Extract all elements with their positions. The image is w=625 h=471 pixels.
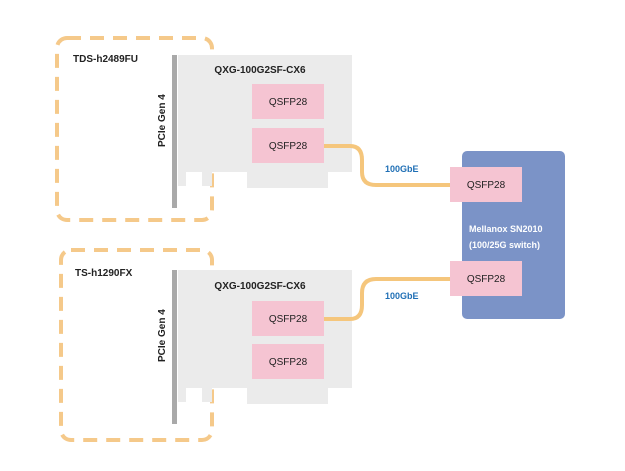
card-2-model: QXG-100G2SF-CX6 (214, 281, 306, 292)
cable-1 (324, 144, 450, 187)
switch-name: Mellanox SN2010 (469, 224, 543, 234)
nas-unit-1-name: TDS-h2489FU (73, 54, 138, 65)
card-2-port-2: QSFP28 (252, 344, 324, 379)
card-1-port-2-label: QSFP28 (269, 141, 308, 152)
card-1-model: QXG-100G2SF-CX6 (214, 65, 306, 76)
card-2-port-2-label: QSFP28 (269, 357, 308, 368)
switch-port-2: QSFP28 (450, 261, 522, 296)
card-1-port-2: QSFP28 (252, 128, 324, 163)
switch-port-2-label: QSFP28 (467, 274, 506, 285)
card-1-bracket (172, 55, 177, 208)
link-1-speed: 100GbE (385, 164, 419, 174)
card-2-port-1: QSFP28 (252, 301, 324, 336)
card-2-port-1-label: QSFP28 (269, 314, 308, 325)
card-1-port-1-label: QSFP28 (269, 97, 308, 108)
nas-unit-2-name: TS-h1290FX (75, 268, 133, 279)
switch-port-1: QSFP28 (450, 167, 522, 202)
card-1-port-1: QSFP28 (252, 84, 324, 119)
link-2-speed: 100GbE (385, 291, 419, 301)
switch-port-1-label: QSFP28 (467, 180, 506, 191)
cable-2 (324, 277, 450, 321)
card-1-slot-label: PCIe Gen 4 (157, 94, 168, 147)
card-2-bracket (172, 270, 177, 424)
switch-description: (100/25G switch) (469, 240, 540, 250)
card-2-slot-label: PCIe Gen 4 (157, 309, 168, 362)
